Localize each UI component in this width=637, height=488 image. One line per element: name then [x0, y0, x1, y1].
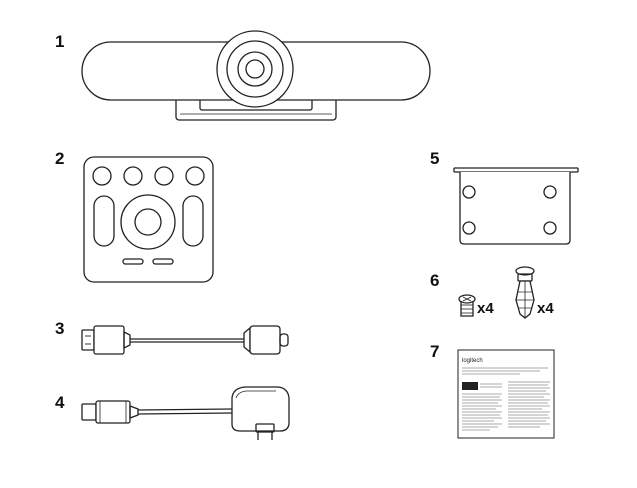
documentation-icon — [457, 349, 555, 439]
item-number-3: 3 — [55, 319, 65, 338]
wall-anchor-icon — [515, 266, 535, 319]
anchors-quantity: x4 — [537, 300, 554, 317]
power-adapter-icon — [81, 386, 290, 440]
meetup-camera-icon — [81, 30, 431, 121]
item-number-5: 5 — [430, 149, 440, 168]
item-number-4: 4 — [55, 393, 65, 412]
screw-icon — [458, 294, 476, 317]
item-number-1: 1 — [55, 32, 65, 51]
mounting-bracket-icon — [453, 167, 579, 245]
usb-cable-icon — [81, 325, 289, 355]
item-number-6: 6 — [430, 271, 440, 290]
doc-logo-text: logitech — [462, 358, 483, 364]
remote-control-icon — [83, 156, 214, 283]
screws-quantity: x4 — [477, 300, 494, 317]
item-number-7: 7 — [430, 342, 440, 361]
item-number-2: 2 — [55, 149, 65, 168]
